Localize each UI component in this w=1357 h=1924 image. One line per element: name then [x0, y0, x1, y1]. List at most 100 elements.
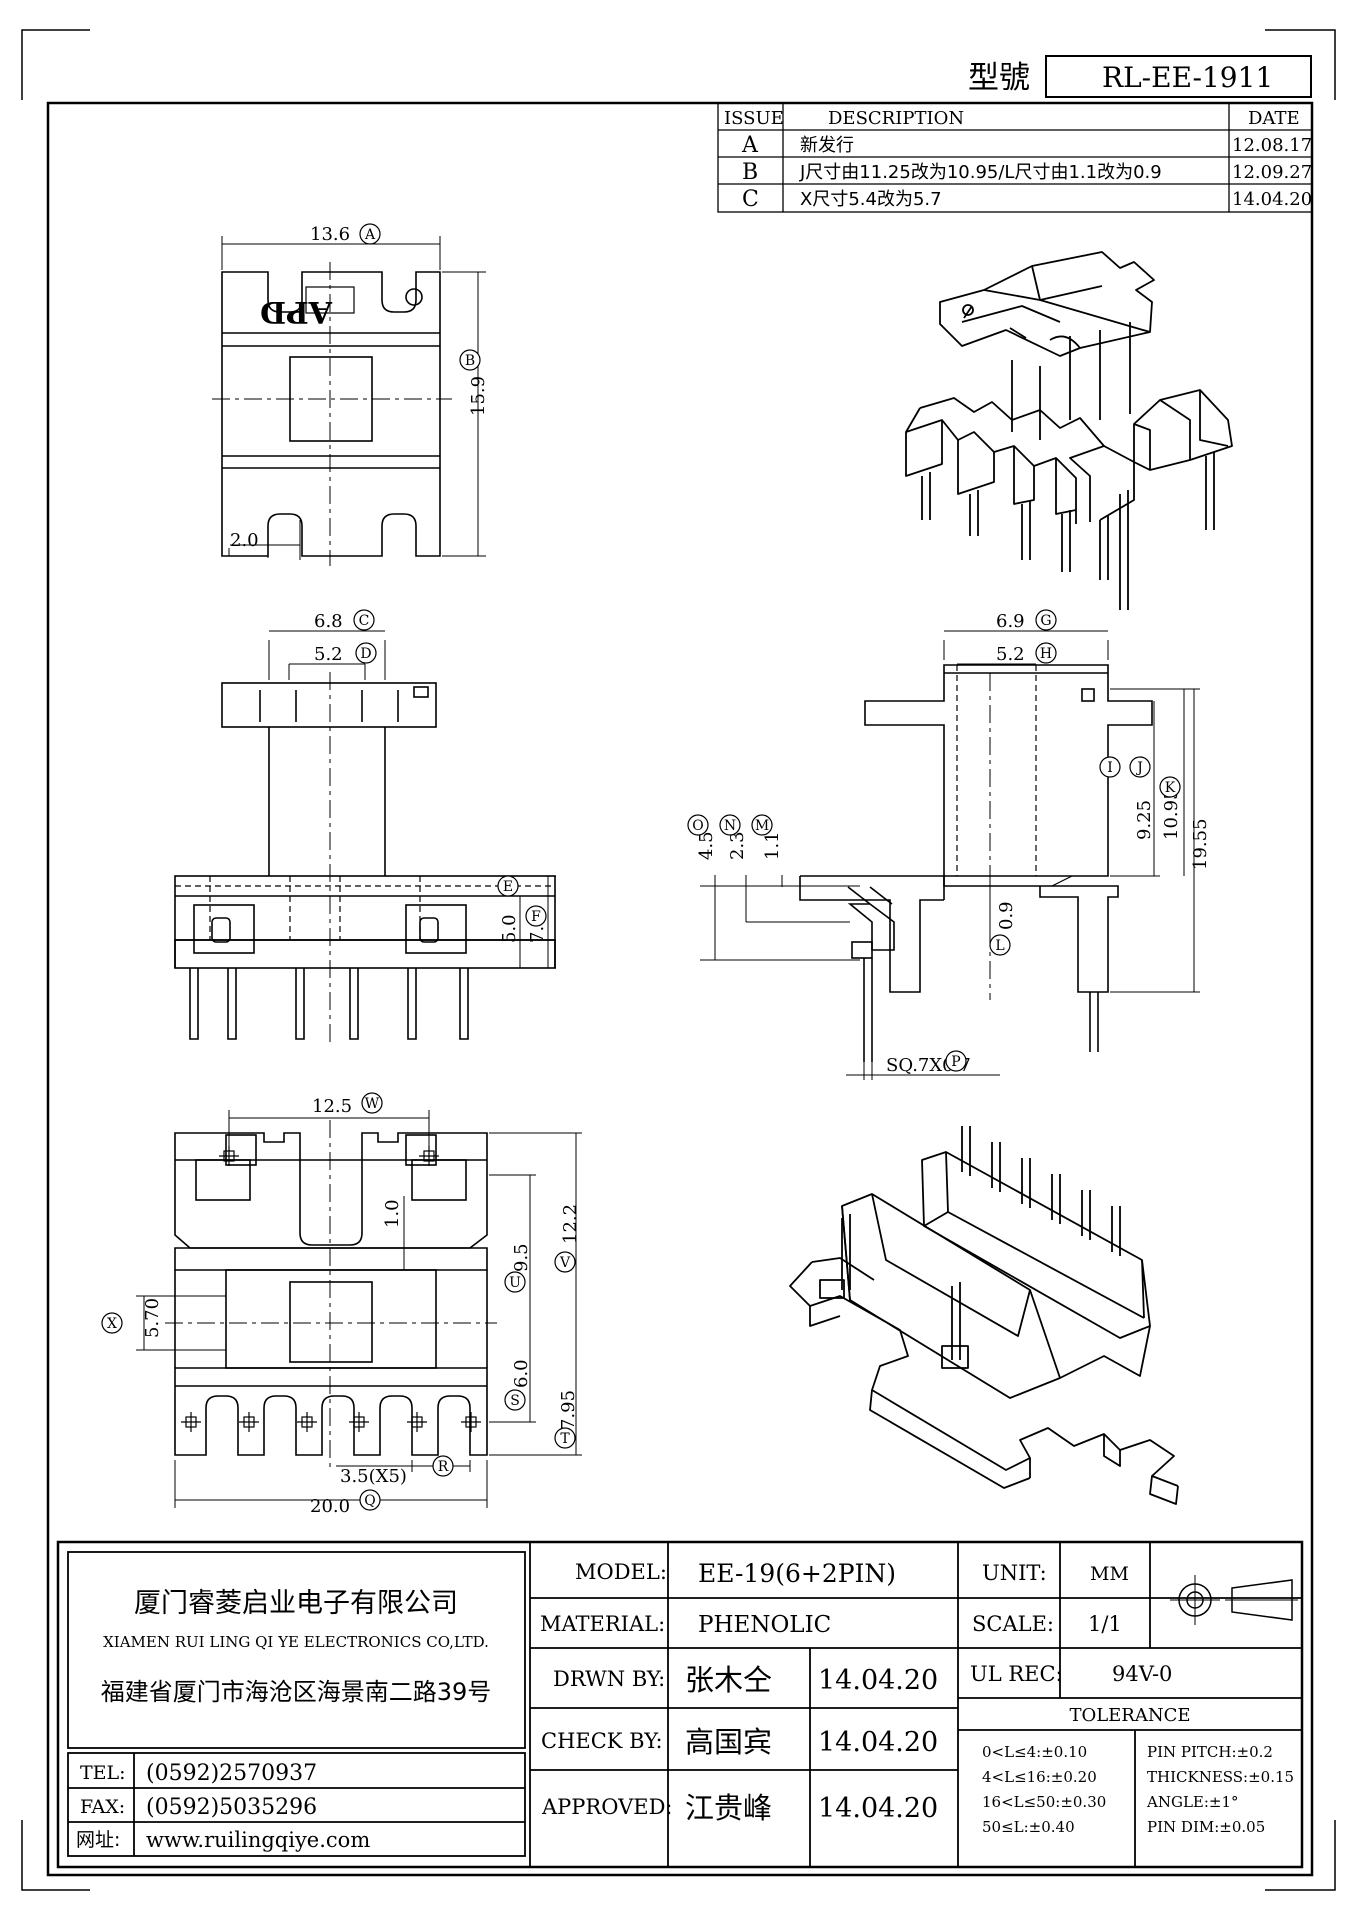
dim-E-value: 5.0 [499, 914, 520, 943]
drawn-by-date: 14.04.20 [818, 1665, 938, 1696]
isometric-view-top [905, 251, 1233, 610]
scale-value: 1/1 [1088, 1612, 1122, 1636]
svg-text:G: G [1040, 613, 1051, 629]
dim-X-value: 5.70 [142, 1298, 163, 1338]
dimension-letter-K: K [1159, 776, 1181, 798]
svg-text:O: O [692, 818, 703, 834]
tol-range-3: 16<L≤50:±0.30 [982, 1793, 1106, 1811]
svg-text:P: P [951, 1054, 960, 1070]
dim-pin-offset-value: 2.0 [230, 530, 259, 551]
svg-text:H: H [1040, 646, 1052, 662]
rev-header-issue: ISSUE [724, 108, 784, 129]
dim-C-value: 6.8 [314, 611, 343, 632]
dim-M-value: 1.1 [762, 831, 783, 860]
ul-rec-value: 94V-0 [1112, 1662, 1172, 1686]
rev-header-description: DESCRIPTION [828, 108, 964, 129]
material-label: MATERIAL: [540, 1612, 665, 1636]
dimension-letter-G: G [1035, 609, 1057, 631]
model-header-value: RL-EE-1911 [1102, 61, 1273, 94]
svg-text:S: S [510, 1393, 520, 1409]
company-name-cn: 厦门睿菱启业电子有限公司 [134, 1588, 458, 1619]
dim-K-value: 19.55 [1190, 818, 1211, 870]
dimension-letter-J: J [1129, 756, 1151, 778]
dim-H-value: 5.2 [996, 644, 1025, 665]
dimension-letter-V: V [554, 1251, 576, 1273]
dim-B-value: 15.9 [468, 376, 489, 416]
svg-text:K: K [1165, 780, 1176, 796]
tol-range-2: 4<L≤16:±0.20 [982, 1768, 1097, 1786]
drawn-by-label: DRWN BY: [553, 1667, 665, 1691]
svg-text:I: I [1107, 760, 1113, 776]
unit-label: UNIT: [982, 1561, 1047, 1585]
model-header-label: 型號 [968, 60, 1030, 96]
dimension-letter-D: D [355, 642, 377, 664]
svg-text:R: R [438, 1459, 449, 1475]
dimension-letter-W: W [361, 1092, 383, 1114]
dimension-letter-E: E [497, 875, 519, 897]
svg-text:A: A [364, 227, 376, 243]
revision-table [717, 102, 1313, 213]
model-label: MODEL: [575, 1560, 667, 1584]
dim-R-value: 3.5(X5) [340, 1466, 407, 1487]
tol-angle: ANGLE:±1° [1146, 1793, 1239, 1811]
dim-I-value: 9.25 [1134, 800, 1155, 840]
side-view [700, 630, 1200, 1080]
title-block [56, 1540, 1304, 1869]
svg-text:W: W [365, 1096, 380, 1112]
tol-range-1: 0<L≤4:±0.10 [982, 1743, 1087, 1761]
dim-A-value: 13.6 [310, 224, 350, 245]
check-by-name: 高国宾 [685, 1725, 772, 1759]
tel-label: TEL: [80, 1762, 126, 1784]
dimension-letter-T: T [554, 1427, 576, 1449]
fax-value: (0592)5035296 [146, 1795, 317, 1820]
unit-value: MM [1090, 1563, 1129, 1585]
svg-text:B: B [465, 353, 475, 369]
approved-name: 江贵峰 [685, 1791, 772, 1825]
web-label: 网址: [76, 1829, 120, 1851]
pcb-logo-text: APD [260, 294, 333, 329]
svg-text:V: V [559, 1255, 571, 1271]
dim-1.0-value: 1.0 [382, 1199, 403, 1228]
company-address: 福建省厦门市海沧区海景南二路39号 [101, 1678, 492, 1706]
rev-row-issue: C [742, 187, 759, 212]
rev-row-date: 12.09.27 [1232, 162, 1312, 183]
dimension-letter-B: B [459, 349, 481, 371]
rev-header-date: DATE [1248, 108, 1300, 129]
approved-label: APPROVED: [541, 1795, 673, 1819]
dim-T-value: 7.95 [558, 1390, 579, 1430]
dim-O-value: 4.5 [696, 831, 717, 860]
tol-pin-dim: PIN DIM:±0.05 [1147, 1818, 1265, 1836]
model-value: EE-19(6+2PIN) [698, 1559, 896, 1588]
tolerance-title: TOLERANCE [1069, 1705, 1190, 1726]
dim-W-value: 12.5 [312, 1096, 352, 1117]
dimension-letter-C: C [353, 609, 375, 631]
svg-text:C: C [359, 613, 370, 629]
rev-row-description: 新发行 [800, 135, 854, 156]
svg-text:Q: Q [364, 1493, 375, 1509]
tol-thickness: THICKNESS:±0.15 [1147, 1768, 1294, 1786]
rev-row-issue: A [741, 133, 759, 158]
dimension-letter-S: S [504, 1389, 526, 1411]
dimension-letter-H: H [1035, 642, 1057, 664]
dim-N-value: 2.3 [727, 831, 748, 860]
corner-marks [21, 29, 1336, 1891]
dimension-letter-P: P [945, 1050, 967, 1072]
dim-Q-value: 20.0 [310, 1496, 350, 1517]
rev-row-date: 14.04.20 [1232, 189, 1312, 210]
svg-text:X: X [107, 1316, 117, 1332]
svg-text:M: M [755, 818, 769, 834]
dimension-letter-I: I [1099, 756, 1121, 778]
dimension-letter-U: U [504, 1271, 526, 1293]
svg-text:N: N [724, 818, 736, 834]
tol-pin-pitch: PIN PITCH:±0.2 [1147, 1743, 1273, 1761]
dimension-letter-N: N [719, 814, 741, 836]
svg-text:D: D [360, 646, 371, 662]
svg-text:L: L [995, 938, 1004, 954]
outer-frame [46, 101, 1314, 1877]
approved-date: 14.04.20 [818, 1793, 938, 1824]
dim-G-value: 6.9 [996, 611, 1025, 632]
fax-label: FAX: [80, 1796, 125, 1818]
